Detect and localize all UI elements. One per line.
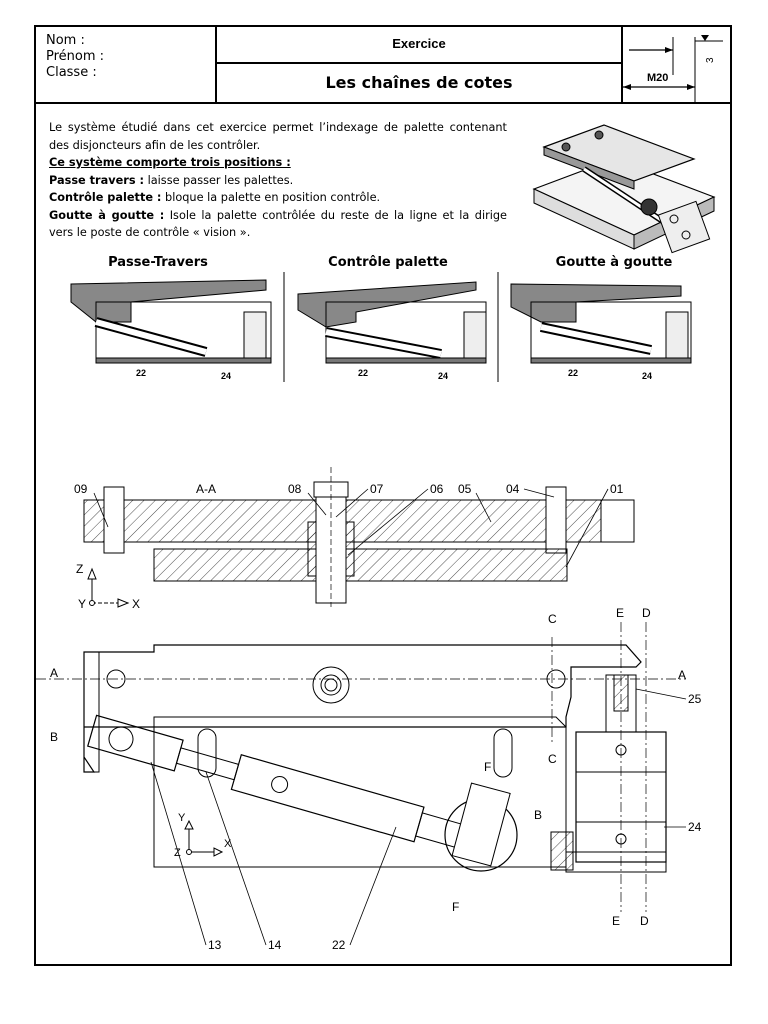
mark-a-left: A bbox=[50, 666, 58, 680]
mark-d-bottom: D bbox=[640, 914, 649, 928]
positions-figure: 22 24 22 24 22 24 bbox=[70, 272, 692, 382]
position-drawing-1: 22 24 bbox=[70, 279, 272, 381]
position-title-3: Goutte à goutte bbox=[555, 255, 673, 270]
logo-dim-text: M20 bbox=[647, 72, 668, 84]
mark-a-right: A bbox=[678, 668, 686, 682]
callout-08: 08 bbox=[288, 482, 302, 496]
thread-dimension-icon: 3 M20 bbox=[623, 35, 723, 102]
nom-label: Nom : bbox=[46, 33, 85, 48]
mark-f-top: F bbox=[484, 760, 491, 774]
pos1-desc: laisse passer les palettes. bbox=[144, 173, 294, 187]
callout-09: 09 bbox=[74, 482, 88, 496]
page-title: Les chaînes de cotes bbox=[217, 64, 621, 104]
mark-f-bottom: F bbox=[452, 900, 459, 914]
thread-logo: 3 M20 bbox=[621, 27, 730, 104]
pos1-label-b: 24 bbox=[221, 371, 231, 381]
section-label: Exercice bbox=[217, 27, 621, 64]
pos2-label-a: 22 bbox=[358, 368, 368, 378]
positions-heading: Ce système comporte trois positions : bbox=[49, 156, 291, 169]
callout-14: 14 bbox=[268, 938, 282, 952]
mark-c-bottom: C bbox=[548, 752, 557, 766]
callout-22: 22 bbox=[332, 938, 346, 952]
callout-05: 05 bbox=[458, 482, 472, 496]
callout-01: 01 bbox=[610, 482, 624, 496]
pos1-label-a: 22 bbox=[136, 368, 146, 378]
classe-label: Classe : bbox=[46, 65, 97, 80]
pos3-label-a: 22 bbox=[568, 368, 578, 378]
student-info-box: Nom : Prénom : Classe : bbox=[36, 27, 217, 104]
callout-06: 06 bbox=[430, 482, 444, 496]
intro-paragraph: Le système étudié dans cet exercice perm… bbox=[49, 121, 507, 152]
axis-z2-label: Z bbox=[174, 847, 181, 859]
main-view: A A B B C C E D E D F F 25 24 13 14 22 bbox=[36, 606, 702, 952]
intro-text: Le système étudié dans cet exercice perm… bbox=[49, 119, 507, 242]
mark-e-bottom: E bbox=[612, 914, 620, 928]
logo-small-text: 3 bbox=[705, 57, 716, 63]
mark-b-left: B bbox=[50, 730, 58, 744]
mark-b-right: B bbox=[534, 808, 542, 822]
callout-04: 04 bbox=[506, 482, 520, 496]
position-drawing-2: 22 24 bbox=[297, 281, 487, 381]
axis-z-label: Z bbox=[76, 562, 83, 576]
position-title-2: Contrôle palette bbox=[328, 255, 448, 270]
callout-13: 13 bbox=[208, 938, 222, 952]
pos1-name: Passe travers : bbox=[49, 173, 145, 187]
callout-25: 25 bbox=[688, 692, 702, 706]
position-title-1: Passe-Travers bbox=[108, 255, 208, 270]
mark-c-top: C bbox=[548, 612, 557, 626]
axis-x-label: X bbox=[132, 597, 140, 611]
axis-x2-label: X bbox=[224, 838, 232, 850]
exercise-sheet: Nom : Prénom : Classe : Exercice Les cha… bbox=[34, 25, 732, 966]
technical-drawing: A-A 09 08 07 06 05 04 01 bbox=[36, 467, 702, 952]
axis-y2-label: Y bbox=[178, 812, 186, 824]
pos2-desc: bloque la palette en position contrôle. bbox=[161, 191, 381, 204]
prenom-label: Prénom : bbox=[46, 49, 105, 64]
callout-07: 07 bbox=[370, 482, 384, 496]
mark-e-top: E bbox=[616, 606, 624, 620]
pos2-name: Contrôle palette : bbox=[49, 191, 162, 204]
section-title: A-A bbox=[196, 482, 216, 496]
position-drawing-3: 22 24 bbox=[510, 283, 692, 381]
axis-y-label: Y bbox=[78, 597, 86, 611]
section-view-aa: A-A 09 08 07 06 05 04 01 bbox=[74, 467, 635, 611]
pos3-desc: Isole la palette contrôlée du reste de l… bbox=[49, 208, 507, 240]
pos2-label-b: 24 bbox=[438, 371, 448, 381]
pos3-label-b: 24 bbox=[642, 371, 652, 381]
pos3-name: Goutte à goutte : bbox=[49, 208, 165, 222]
mark-d-top: D bbox=[642, 606, 651, 620]
callout-24: 24 bbox=[688, 820, 702, 834]
isometric-illustration bbox=[532, 124, 716, 254]
